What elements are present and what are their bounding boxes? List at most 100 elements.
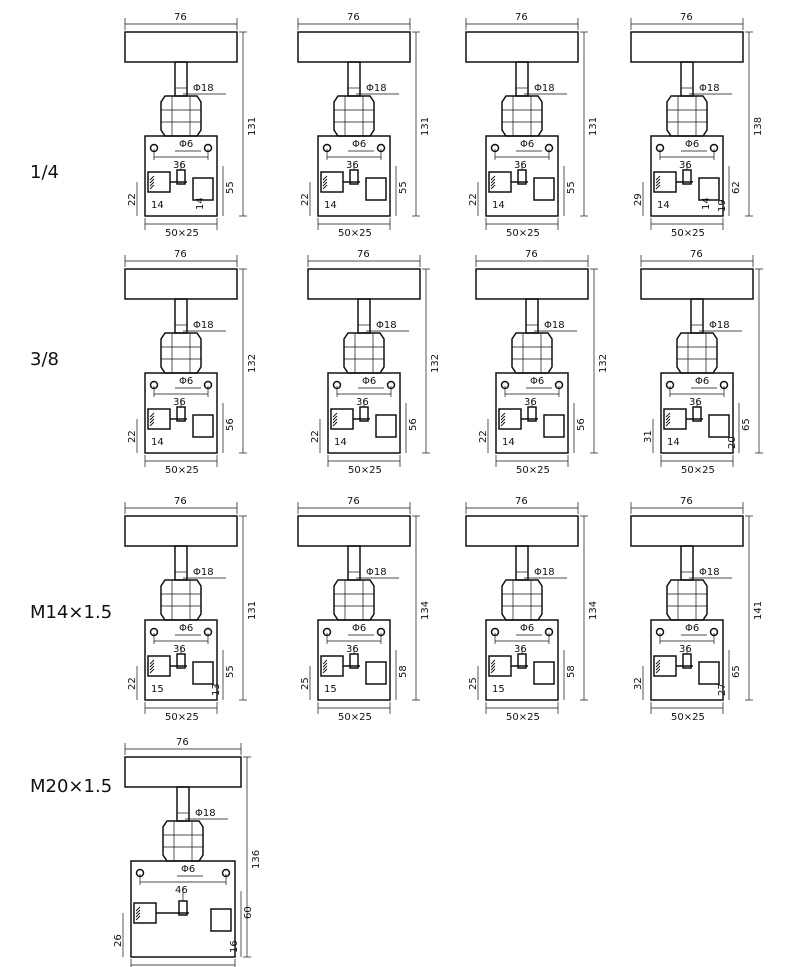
right-port-height-dimension: 20 [727, 436, 738, 449]
right-port [698, 661, 720, 685]
hole-pitch-dimension: 36 [689, 397, 702, 408]
bore-diameter-dimension: Φ6 [179, 139, 193, 150]
stem-diameter-dimension: Φ18 [544, 320, 565, 331]
overall-height-dimension: 131 [247, 601, 258, 620]
stem-diameter-dimension: Φ18 [534, 83, 555, 94]
body-height-dimension: 58 [398, 665, 409, 678]
left-port-height-dimension: 22 [300, 193, 311, 206]
left-port-size-dimension: 15 [492, 684, 505, 695]
valve-body [317, 619, 391, 701]
base-dimension: 50×25 [338, 228, 372, 239]
stem-diameter-dimension: Φ18 [193, 83, 214, 94]
base-dimension: 50×25 [165, 228, 199, 239]
right-port [533, 177, 555, 201]
handle [640, 268, 754, 300]
left-port-height-dimension: 32 [633, 677, 644, 690]
bore-diameter-dimension: Φ6 [695, 376, 709, 387]
left-port-size-dimension: 14 [657, 200, 670, 211]
left-port-height-dimension: 22 [468, 193, 479, 206]
stem [347, 545, 361, 581]
valve-body [144, 135, 218, 217]
hole-pitch-dimension: 36 [173, 644, 186, 655]
overall-height-dimension: 134 [420, 601, 431, 620]
width-dimension: 76 [525, 249, 538, 260]
base-dimension: 50×25 [516, 465, 550, 476]
stem [347, 61, 361, 97]
width-dimension: 76 [174, 12, 187, 23]
base-dimension: 50×25 [338, 712, 372, 723]
left-port-size-dimension: 14 [151, 437, 164, 448]
left-port-height-dimension: 22 [478, 430, 489, 443]
left-port-height-dimension: 25 [300, 677, 311, 690]
packing-nut [666, 95, 708, 137]
right-port [533, 661, 555, 685]
handle [124, 515, 238, 547]
overall-height-dimension: 136 [251, 850, 262, 869]
hole-pitch-dimension: 36 [679, 644, 692, 655]
bore-diameter-dimension: Φ6 [520, 623, 534, 634]
width-dimension: 76 [515, 12, 528, 23]
stem [680, 61, 694, 97]
right-port-height-dimension: 19 [717, 199, 728, 212]
width-dimension: 76 [347, 496, 360, 507]
overall-height-dimension: 131 [588, 117, 599, 136]
left-port-size-dimension: 14 [502, 437, 515, 448]
stem [176, 786, 190, 822]
width-dimension: 76 [357, 249, 370, 260]
packing-nut [160, 332, 202, 374]
base-dimension: 50×25 [165, 712, 199, 723]
bore-diameter-dimension: Φ6 [530, 376, 544, 387]
hole-pitch-dimension: 36 [524, 397, 537, 408]
row-label: M14×1.5 [30, 602, 112, 623]
right-port [543, 414, 565, 438]
left-port-height-dimension: 22 [127, 193, 138, 206]
bore-diameter-dimension: Φ6 [352, 139, 366, 150]
overall-height-dimension: 138 [753, 117, 764, 136]
valve-drawing: 76Φ18Φ64660×28136602616 [113, 737, 262, 967]
left-port-size-dimension: 14 [324, 200, 337, 211]
hole-pitch-dimension: 36 [346, 160, 359, 171]
right-port-height-dimension: 16 [229, 940, 240, 953]
bore-diameter-dimension: Φ6 [179, 623, 193, 634]
packing-nut [501, 579, 543, 621]
valve-body [485, 619, 559, 701]
left-port-size-dimension: 14 [151, 200, 164, 211]
base-dimension: 50×25 [671, 712, 705, 723]
body-height-dimension: 56 [576, 418, 587, 431]
right-port [698, 177, 720, 201]
left-port-size-dimension: 15 [151, 684, 164, 695]
handle [630, 515, 744, 547]
right-port [375, 414, 397, 438]
handle [124, 268, 238, 300]
body-height-dimension: 62 [731, 181, 742, 194]
right-port [192, 414, 214, 438]
left-port-height-dimension: 22 [310, 430, 321, 443]
stem [515, 545, 529, 581]
packing-nut [343, 332, 385, 374]
overall-height-dimension: 132 [247, 354, 258, 373]
body-height-dimension: 56 [408, 418, 419, 431]
width-dimension: 76 [176, 737, 189, 748]
width-dimension: 76 [174, 496, 187, 507]
overall-height-dimension: 131 [420, 117, 431, 136]
valve-body [495, 372, 569, 454]
bore-diameter-dimension: Φ6 [179, 376, 193, 387]
hole-pitch-dimension: 36 [173, 397, 186, 408]
valve-body [327, 372, 401, 454]
stem-diameter-dimension: Φ18 [534, 567, 555, 578]
body-height-dimension: 60 [243, 906, 254, 919]
overall-height-dimension: 141 [753, 601, 764, 620]
hole-pitch-dimension: 36 [346, 644, 359, 655]
body-height-dimension: 65 [741, 418, 752, 431]
stem-diameter-dimension: Φ18 [193, 567, 214, 578]
body-height-dimension: 55 [566, 181, 577, 194]
stem-diameter-dimension: Φ18 [376, 320, 397, 331]
body-height-dimension: 55 [225, 181, 236, 194]
hole-pitch-dimension: 36 [356, 397, 369, 408]
